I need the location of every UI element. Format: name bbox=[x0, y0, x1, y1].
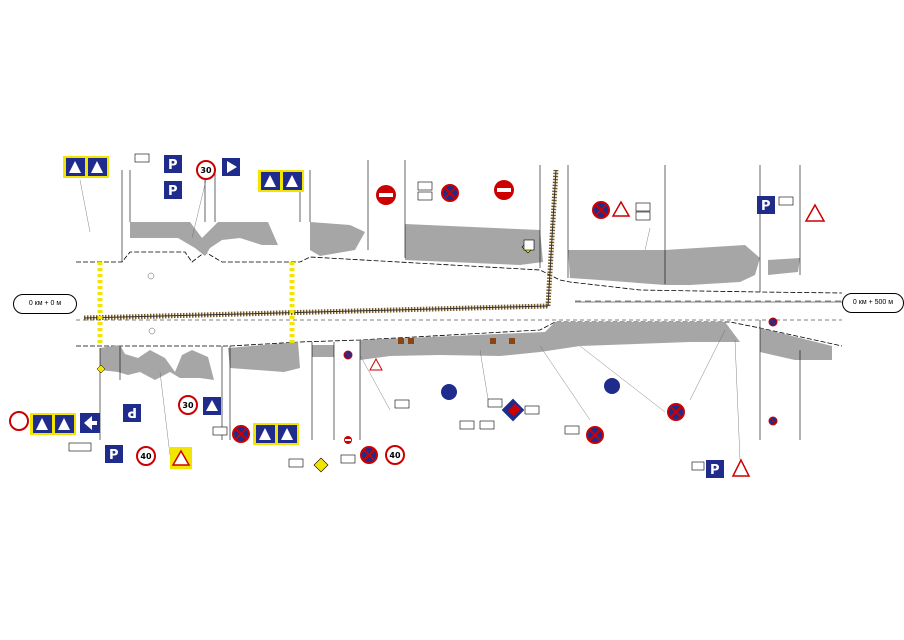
svg-text:P: P bbox=[168, 184, 178, 199]
bottom-sidewalk-area-5 bbox=[312, 345, 334, 357]
svg-text:P: P bbox=[761, 199, 771, 214]
parking-signs: P P P P P P bbox=[105, 155, 775, 478]
top-sidewalk-area-3 bbox=[405, 224, 543, 265]
speed-limit-value: 30 bbox=[200, 166, 212, 175]
chainage-ticks bbox=[147, 272, 156, 335]
speed-limit-value: 40 bbox=[389, 451, 401, 460]
railway-track bbox=[83, 169, 559, 321]
top-sidewalk-area-1 bbox=[130, 222, 278, 256]
side-streets bbox=[99, 160, 801, 440]
pedestrian-crossing-signs bbox=[30, 156, 304, 469]
svg-text:P: P bbox=[127, 404, 137, 419]
direction-signs bbox=[80, 158, 240, 433]
warning-signs bbox=[369, 200, 826, 477]
blue-circle-signs bbox=[441, 378, 620, 422]
start-chainage-label: 0 км + 0 м bbox=[13, 294, 77, 314]
speed-limit-signs: 30 40 30 40 bbox=[136, 160, 405, 466]
svg-text:P: P bbox=[168, 158, 178, 173]
svg-text:P: P bbox=[710, 463, 720, 478]
svg-text:P: P bbox=[109, 448, 119, 463]
top-sidewalk-area-2 bbox=[310, 222, 365, 256]
speed-limit-value: 30 bbox=[182, 401, 194, 410]
top-sidewalk-area-5 bbox=[768, 258, 800, 275]
bottom-sidewalk-area-4 bbox=[760, 328, 832, 360]
bottom-sidewalk-area-2 bbox=[228, 342, 300, 372]
bottom-sidewalk-area-1 bbox=[100, 345, 214, 380]
no-stopping-signs bbox=[232, 184, 778, 464]
top-road-edge bbox=[76, 251, 843, 294]
bottom-sidewalk-area-3 bbox=[360, 322, 740, 360]
brown-markers bbox=[398, 338, 515, 344]
top-sidewalk-area-4 bbox=[568, 245, 760, 285]
no-entry-signs bbox=[9, 180, 514, 444]
leader-lines bbox=[79, 179, 741, 461]
lane-markings bbox=[575, 300, 842, 303]
supplementary-plates bbox=[68, 153, 794, 471]
speed-limit-value: 40 bbox=[140, 452, 152, 461]
